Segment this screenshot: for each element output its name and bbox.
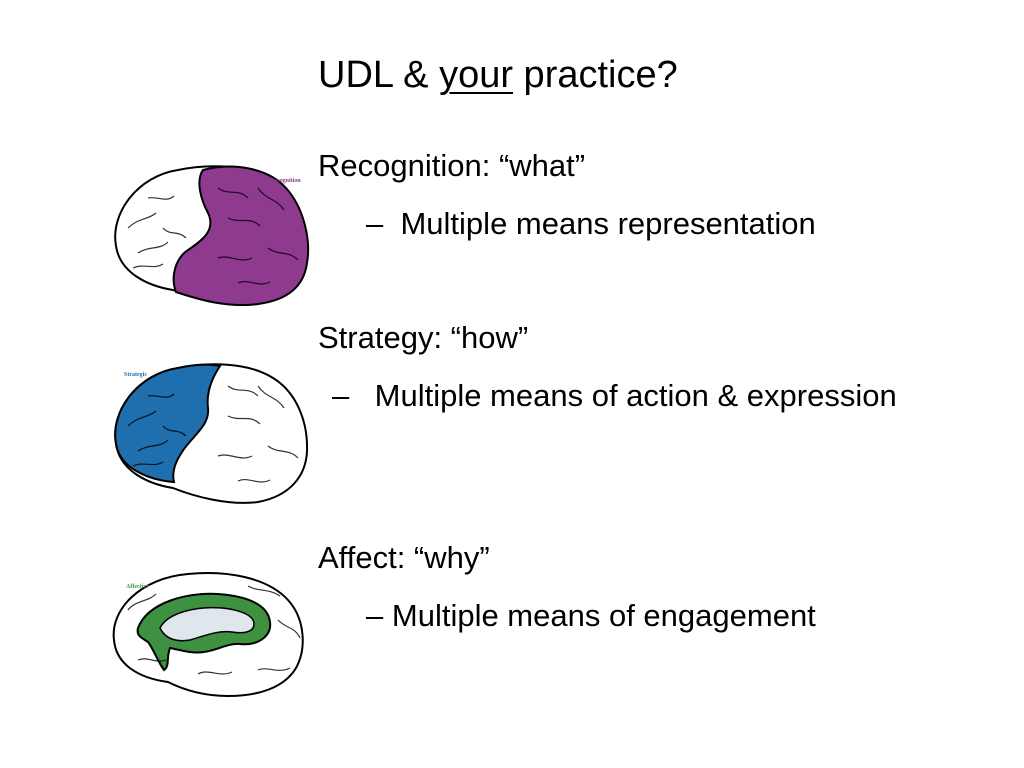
recognition-bullet-text: Multiple means representation (400, 206, 816, 241)
strategy-bullet: – Multiple means of action & expression (332, 378, 897, 413)
slide-title: UDL & your practice? (318, 52, 678, 98)
strategic-brain-label: Strategic (124, 372, 147, 378)
recognition-bullet: – Multiple means representation (366, 200, 906, 247)
affect-bullet: – Multiple means of engagement (366, 592, 906, 639)
recognition-brain-label: Recognition (270, 178, 301, 184)
bullet-dash: – (366, 206, 384, 241)
strategy-heading: Strategy: “how” (318, 320, 529, 355)
strategy-bullet-text: Multiple means of action & expression (374, 378, 897, 413)
title-prefix: UDL & (318, 54, 440, 96)
corpus-callosum (159, 606, 255, 642)
affect-heading: Affect: “why” (318, 540, 490, 575)
recognition-heading: Recognition: “what” (318, 148, 586, 183)
title-emphasis: your (439, 54, 513, 96)
strategic-region (114, 363, 222, 484)
affective-brain-label: Affective (126, 584, 149, 590)
recognition-brain-illustration: Recognition (114, 165, 310, 307)
affective-brain-illustration: Affective (112, 572, 304, 698)
strategic-brain-illustration: Strategic (114, 363, 309, 504)
bullet-dash: – (366, 598, 384, 633)
affect-bullet-text: Multiple means of engagement (391, 598, 816, 633)
title-suffix: practice? (513, 54, 678, 96)
